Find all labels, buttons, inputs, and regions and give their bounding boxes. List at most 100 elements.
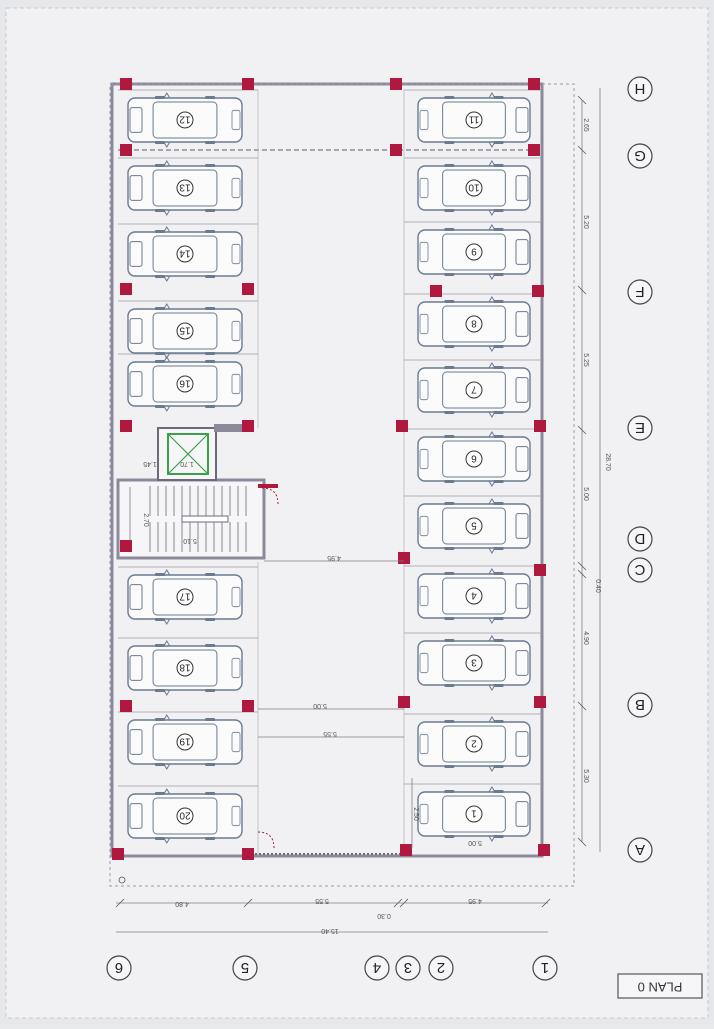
column — [242, 420, 254, 432]
column — [538, 844, 550, 856]
grid-bubble — [532, 955, 558, 981]
stall-depth-dim: 5.00 — [468, 839, 482, 846]
stair-width-dim: 2.70 — [142, 513, 149, 527]
parked-car-13: 13 — [127, 160, 243, 216]
grid-bubble — [428, 955, 454, 981]
column — [398, 696, 410, 708]
parked-car-18: 18 — [127, 640, 243, 696]
stall-number: 4 — [471, 590, 477, 601]
column — [112, 848, 124, 860]
right-segment-dim: 5.20 — [582, 215, 589, 229]
aisle-mid1-dim: 5.00 — [313, 702, 327, 709]
column — [400, 844, 412, 856]
parked-car-6: 6 — [417, 431, 531, 487]
column — [120, 283, 132, 295]
column — [430, 285, 442, 297]
parked-car-2: 2 — [417, 716, 531, 772]
parked-car-10: 10 — [417, 160, 531, 216]
column — [120, 420, 132, 432]
parked-car-9: 9 — [417, 224, 531, 280]
column — [534, 564, 546, 576]
stair-length-dim: 5.10 — [183, 537, 197, 544]
lift-width-dim: 1.70 — [180, 460, 194, 467]
stall-number: 20 — [179, 810, 191, 821]
column — [242, 78, 254, 90]
stall-number: 5 — [471, 520, 477, 531]
grid-bubble — [627, 526, 653, 552]
bottom-segment-dim: 0.30 — [377, 912, 391, 919]
grid-letter-D: D — [634, 530, 645, 547]
column — [242, 848, 254, 860]
column — [398, 552, 410, 564]
column — [120, 78, 132, 90]
right-dimension-chain: 28.70 2.655.205.255.000.404.905.30 — [577, 88, 611, 852]
grid-bubble — [627, 557, 653, 583]
stall-width-dim: 2.50 — [412, 807, 419, 821]
column — [242, 283, 254, 295]
grid-number-1: 1 — [541, 959, 549, 976]
grid-bubble — [395, 955, 421, 981]
stall-number: 13 — [179, 182, 191, 193]
grid-letter-A: A — [635, 841, 645, 858]
stall-number: 16 — [179, 378, 191, 389]
bottom-segment-dim: 5.55 — [315, 897, 329, 904]
parked-car-15: 15 — [127, 303, 243, 359]
stall-number: 15 — [179, 325, 191, 336]
column — [120, 144, 132, 156]
parked-car-16: 16 — [127, 356, 243, 412]
column — [390, 144, 402, 156]
grid-number-3: 3 — [404, 959, 412, 976]
stall-number: 18 — [179, 662, 191, 673]
grid-letter-C: C — [634, 561, 645, 578]
column — [534, 420, 546, 432]
stall-number: 14 — [179, 248, 191, 259]
stall-number: 3 — [471, 657, 477, 668]
entry-marks — [118, 831, 275, 884]
column — [120, 700, 132, 712]
grid-bubble — [627, 143, 653, 169]
grid-bubble — [627, 692, 653, 718]
grid-letter-G: G — [634, 147, 646, 164]
grid-bubble — [627, 837, 653, 863]
parked-car-19: 19 — [127, 714, 243, 770]
stall-number: 2 — [471, 738, 477, 749]
column — [120, 540, 132, 552]
column — [396, 420, 408, 432]
lift-depth-dim: 1.45 — [143, 460, 157, 467]
grid-bubble — [627, 76, 653, 102]
aisle-top-dim: 4.95 — [327, 554, 341, 561]
column — [528, 78, 540, 90]
grid-letter-H: H — [635, 80, 646, 97]
parked-car-4: 4 — [417, 568, 531, 624]
right-segment-dim: 0.40 — [594, 579, 601, 593]
stall-number: 17 — [179, 591, 191, 602]
grid-number-4: 4 — [373, 959, 381, 976]
column — [534, 696, 546, 708]
bottom-total-dim: 15.40 — [321, 927, 339, 934]
stall-number: 10 — [468, 182, 480, 193]
column — [390, 78, 402, 90]
parked-car-7: 7 — [417, 362, 531, 418]
parked-car-20: 20 — [127, 788, 243, 844]
right-segment-dim: 5.30 — [582, 769, 589, 783]
stall-number: 9 — [471, 246, 477, 257]
stall-number: 19 — [179, 736, 191, 747]
parked-car-1: 1 — [417, 786, 531, 842]
grid-bubble — [627, 415, 653, 441]
stair-core: 2.70 5.10 — [116, 478, 279, 560]
stall-number: 8 — [471, 318, 477, 329]
grid-bubble — [106, 955, 132, 981]
parked-car-8: 8 — [417, 296, 531, 352]
grid-number-5: 5 — [241, 959, 249, 976]
stall-number: 1 — [471, 808, 477, 819]
stall-number: 6 — [471, 453, 477, 464]
grid-bubble — [627, 279, 653, 305]
grid-bubble — [364, 955, 390, 981]
aisle-mid2-dim: 5.55 — [323, 730, 337, 737]
grid-bubble — [232, 955, 258, 981]
grid-number-2: 2 — [437, 959, 445, 976]
column — [528, 144, 540, 156]
lift-shaft: 1.45 1.70 — [143, 424, 254, 481]
grid-letter-F: F — [635, 283, 644, 300]
